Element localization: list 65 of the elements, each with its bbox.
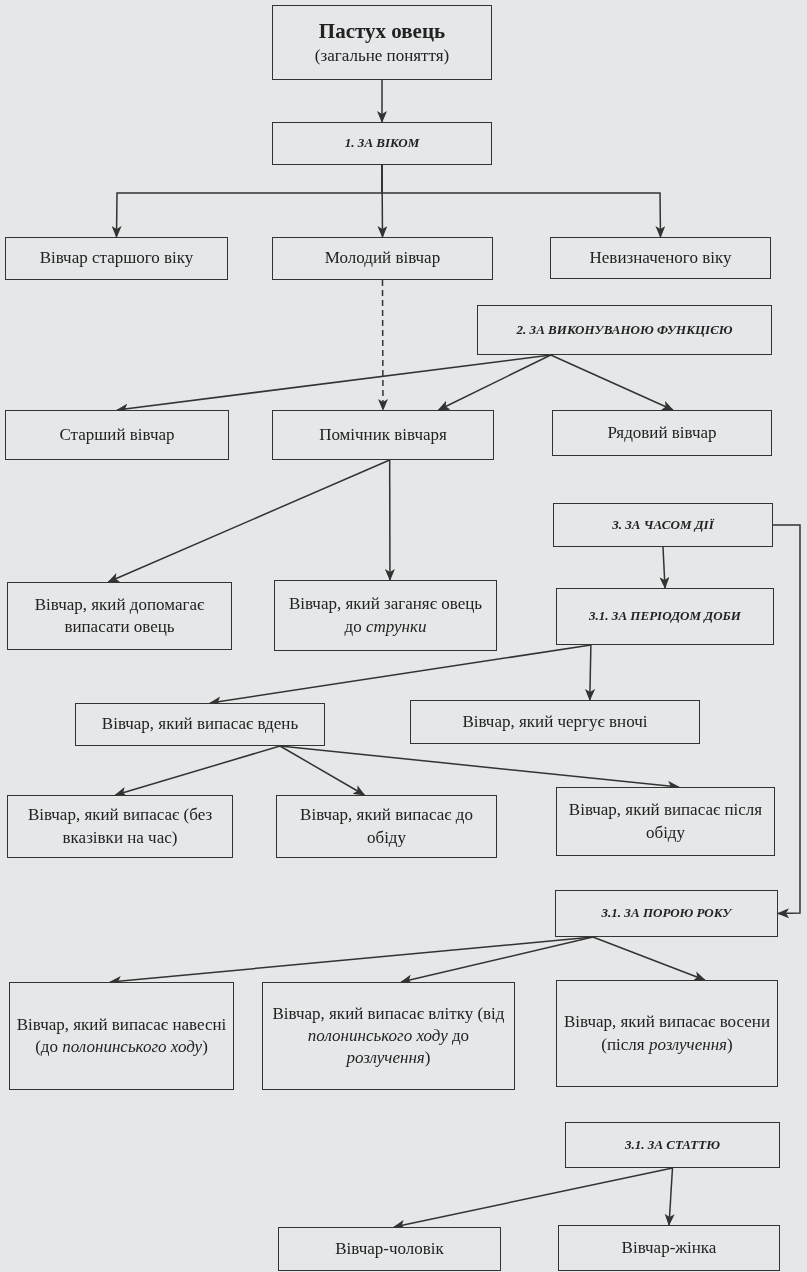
node-text: Старший вівчар [59, 423, 175, 446]
arrow [437, 354, 552, 411]
node-text: Вівчар, який випасає (без вказівки на час) [26, 804, 214, 849]
concept-box [556, 980, 778, 1087]
arrow [550, 354, 674, 411]
node-text: Вівчар, який чергує вночі [462, 710, 648, 733]
category-box [556, 588, 774, 645]
concept-box [276, 795, 497, 858]
arrow [377, 79, 387, 123]
arrow [377, 279, 388, 411]
concept-box [272, 237, 493, 280]
concept-box [262, 982, 515, 1090]
category-box [477, 305, 772, 355]
node-text: Вівчар старшого віку [39, 247, 194, 270]
concept-box [7, 582, 232, 650]
concept-box [274, 580, 497, 651]
concept-box [5, 237, 228, 280]
node-text: Вівчар, який заганяє овець до струнки [287, 593, 484, 638]
arrow [585, 644, 595, 701]
concept-box [550, 237, 771, 279]
node-text: Помічник вівчаря [319, 423, 447, 446]
node-text: (загальне поняття) [314, 45, 450, 68]
arrow [772, 524, 801, 919]
node-text: Вівчар, який випасає восени (після розлучення) [563, 1011, 771, 1056]
node-text: Вівчар, який випасає навесні (до полонинського ходу) [15, 1013, 228, 1058]
category-label: 1. ЗА ВІКОМ [344, 135, 420, 152]
arrow [279, 745, 366, 796]
concept-box [9, 982, 234, 1090]
concept-box [272, 410, 494, 460]
arrow [114, 745, 281, 797]
concept-box [75, 703, 325, 746]
node-text: Вівчар, який допомагає випасати овець [33, 593, 206, 638]
node-text: Вівчар, який випасає влітку (від полонинського ходу до розлучення) [271, 1002, 506, 1070]
arrow [659, 546, 670, 589]
category-box [555, 890, 778, 937]
node-text: Вівчар, який випасає після обіду [567, 799, 764, 844]
concept-box [556, 787, 775, 856]
category-label: 3. ЗА ЧАСОМ ДІЇ [612, 516, 714, 534]
concept-box [272, 5, 492, 80]
arrow [592, 936, 706, 981]
node-text: Вівчар, який випасає вдень [101, 713, 299, 736]
arrow [107, 459, 391, 583]
concept-box [5, 410, 229, 460]
concept-box [278, 1227, 501, 1271]
concept-box [552, 410, 772, 456]
arrow [664, 1167, 675, 1226]
arrow [381, 164, 666, 238]
arrow [384, 459, 395, 581]
node-title: Пастух овець [318, 17, 446, 45]
concept-box [7, 795, 233, 858]
node-text: Вівчар-чоловік [335, 1237, 444, 1260]
category-box [272, 122, 492, 165]
category-label: 3.1. ЗА СТАТТЮ [625, 1136, 720, 1154]
concept-box [410, 700, 700, 744]
category-box [553, 503, 773, 547]
category-label: 2. ЗА ВИКОНУВАНОЮ ФУНКЦІЄЮ [516, 321, 733, 339]
node-text: Невизначеного віку [589, 246, 732, 269]
node-text: Вівчар-жінка [621, 1236, 717, 1259]
node-text: Рядовий вівчар [607, 421, 717, 444]
node-text: Вівчар, який випасає до обіду [299, 804, 474, 849]
category-box [565, 1122, 780, 1168]
concept-box [558, 1225, 780, 1271]
category-label: 3.1. ЗА ПЕРІОДОМ ДОБИ [589, 608, 741, 625]
category-label: 3.1. ЗА ПОРОЮ РОКУ [601, 905, 732, 922]
node-text: Молодий вівчар [324, 247, 441, 270]
